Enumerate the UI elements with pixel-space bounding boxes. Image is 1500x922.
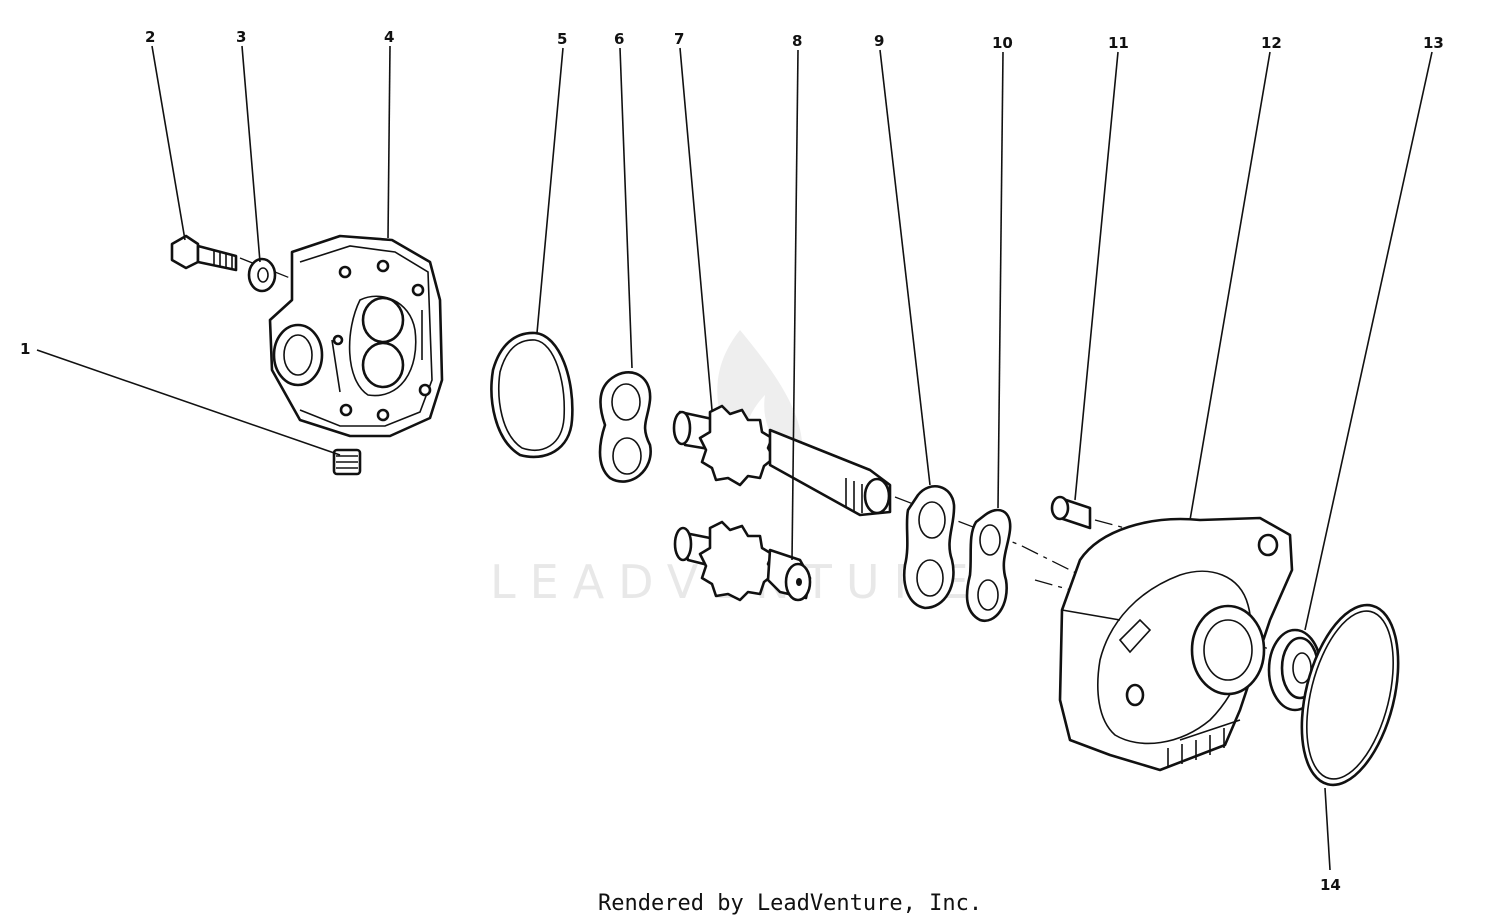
leader-1 <box>36 349 341 456</box>
part-4-pump-cover <box>268 234 444 438</box>
callout-10: 10 <box>992 34 1013 52</box>
callout-5: 5 <box>557 30 567 48</box>
part-1-pipe-plug <box>332 448 362 476</box>
callout-9: 9 <box>874 32 884 50</box>
leader-5 <box>536 47 564 334</box>
callout-labels: 1 2 3 4 5 6 7 8 9 10 11 12 13 14 <box>20 28 1444 894</box>
callout-3: 3 <box>236 28 246 46</box>
part-14-large-o-ring <box>1300 603 1400 787</box>
footer-credit: Rendered by LeadVenture, Inc. <box>598 891 982 916</box>
leader-2 <box>151 45 186 241</box>
leader-9 <box>879 49 931 486</box>
leader-3 <box>241 45 261 263</box>
callout-1: 1 <box>20 340 30 358</box>
part-11-dowel-pin <box>1050 495 1092 530</box>
leader-14 <box>1324 787 1331 871</box>
callout-6: 6 <box>614 30 624 48</box>
callout-14: 14 <box>1320 876 1341 894</box>
leader-10 <box>997 51 1004 509</box>
leader-11 <box>1074 51 1119 501</box>
leader-13 <box>1304 51 1433 631</box>
part-5-o-ring <box>490 331 574 459</box>
callout-13: 13 <box>1423 34 1444 52</box>
leader-lines <box>36 45 1433 871</box>
callout-12: 12 <box>1261 34 1282 52</box>
part-6-gasket <box>598 371 652 483</box>
part-3-washer <box>247 257 277 293</box>
leader-12 <box>1189 51 1271 521</box>
part-7-drive-gear-shaft <box>672 404 892 517</box>
leader-7 <box>679 47 713 411</box>
leader-6 <box>619 47 633 369</box>
callout-11: 11 <box>1108 34 1129 52</box>
part-8-idler-gear-shaft <box>673 520 812 602</box>
leader-4 <box>387 45 391 239</box>
part-9-wear-plate <box>903 485 956 610</box>
part-12-pump-housing <box>1058 516 1294 772</box>
callout-2: 2 <box>145 28 155 46</box>
leader-8 <box>791 49 799 561</box>
callout-7: 7 <box>674 30 684 48</box>
part-10-seal-gasket <box>965 508 1012 623</box>
part-2-bolt <box>170 234 238 272</box>
callout-4: 4 <box>384 28 394 46</box>
callout-8: 8 <box>792 32 802 50</box>
